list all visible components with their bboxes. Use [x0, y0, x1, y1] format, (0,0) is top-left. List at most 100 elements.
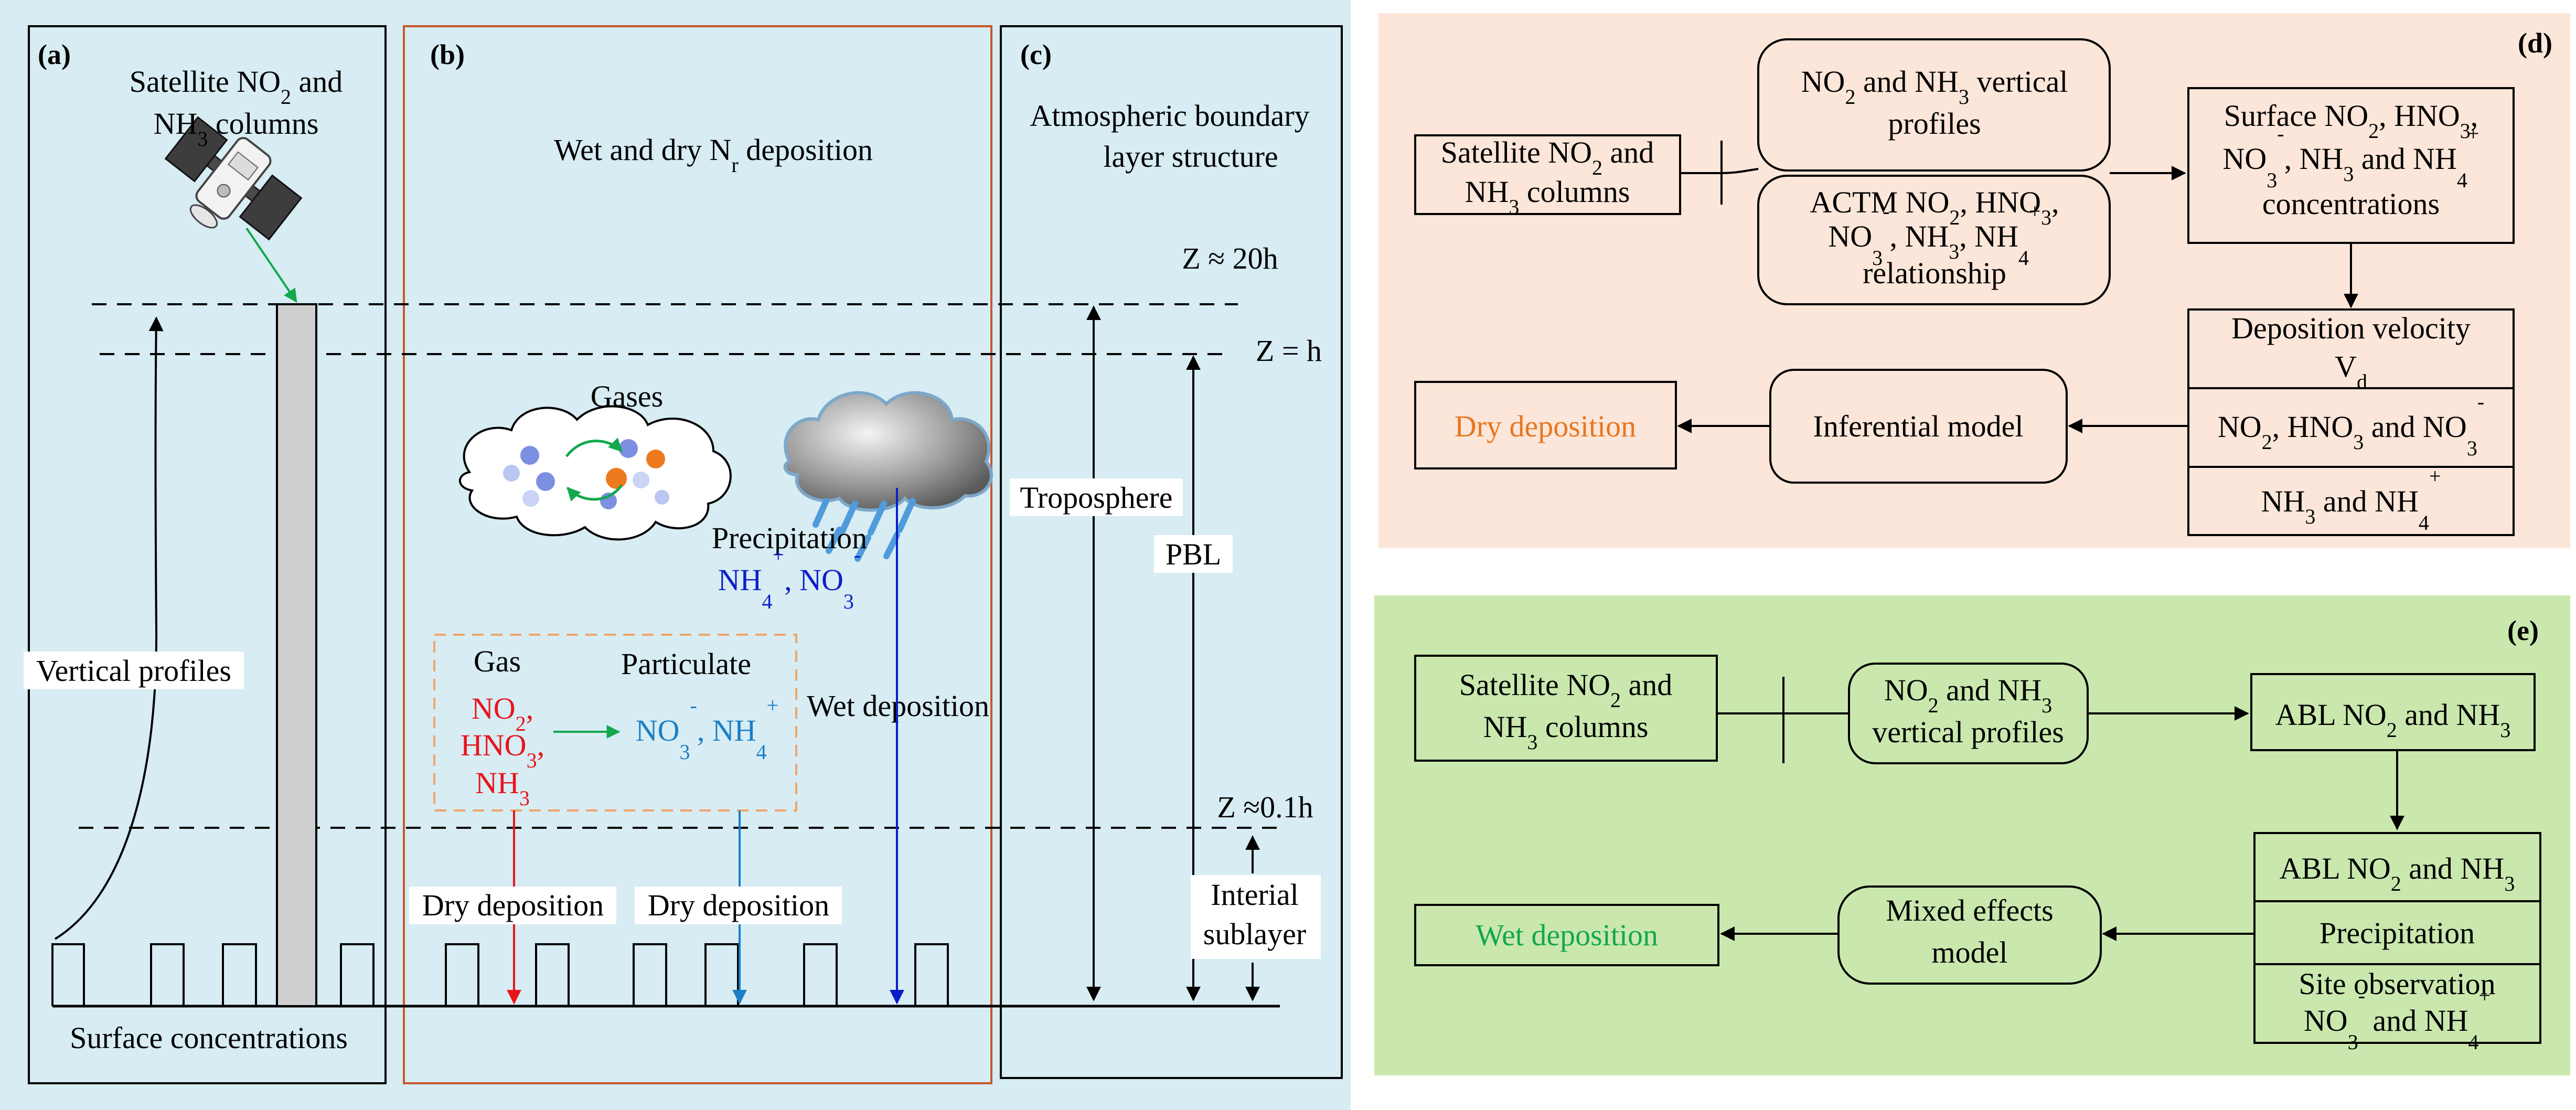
z-01h-label: Z ≈0.1h: [1217, 790, 1313, 824]
panel-b-tag: (b): [430, 39, 465, 70]
precipitation-label: Precipitation: [712, 521, 867, 555]
panel-e-background: [1374, 595, 2570, 1075]
gas-label: Gas: [474, 644, 521, 678]
panel-e-profiles-line1: NO2 and NH3: [1884, 673, 2052, 717]
panel-d-background: [1378, 13, 2570, 548]
z-h-label: Z = h: [1256, 334, 1322, 368]
panel-a-frame: [28, 25, 387, 1084]
dry-deposition-label-1-bg: [409, 887, 616, 924]
panel-d-dry-deposition-label: Dry deposition: [1455, 409, 1636, 443]
panel-c-frame: [1000, 25, 1343, 1079]
panel-d-profiles-box: [1757, 38, 2111, 172]
building: [535, 943, 570, 1006]
building: [340, 943, 375, 1006]
panel-d-connector-curve: [1721, 168, 1759, 174]
panel-e-abl-box: [2250, 673, 2536, 751]
buildings: [51, 943, 949, 1006]
panel-d-vd-row2: NO2, HNO3 and NO3-: [2218, 390, 2484, 460]
gas-nh3: NH3: [475, 766, 530, 810]
pbl-label-bg: [1154, 535, 1233, 573]
vertical-profile-curve: [54, 316, 164, 940]
panel-d-actm-box: [1757, 175, 2111, 305]
vertical-profiles-label: Vertical profiles: [36, 654, 231, 688]
panel-b-frame: [403, 25, 992, 1084]
gas-cycle-arrow-top: [565, 437, 623, 457]
panel-d-tag: (d): [2518, 27, 2552, 59]
panel-e-satellite-box: [1414, 655, 1718, 762]
panel-c-tag: (c): [1020, 39, 1052, 70]
building: [803, 943, 838, 1006]
panel-e-mixed-box: [1837, 885, 2102, 985]
particulate-label: Particulate: [621, 647, 751, 681]
z-20h-label: Z ≈ 20h: [1182, 241, 1278, 275]
building: [704, 943, 739, 1006]
gases-cloud: [458, 405, 732, 541]
panel-e-combined-row3-line1: Site observation: [2299, 967, 2495, 1001]
panel-e-wet-deposition-label: Wet deposition: [1476, 918, 1658, 952]
interial-label-bg: [1191, 875, 1321, 959]
precipitation-ions: NH4+, NO3-: [718, 543, 861, 613]
rain-cloud-icon: [783, 391, 993, 562]
panel-e-combined-row2: Precipitation: [2320, 916, 2475, 950]
panel-b-title: Wet and dry Nr deposition: [554, 133, 873, 177]
satellite-icon: [164, 116, 303, 241]
dry-deposition-label-1: Dry deposition: [422, 888, 604, 922]
panel-d-actm-line1: ACTM NO2, HNO3,: [1810, 185, 2059, 229]
particulate-ions: NO3-, NH4+: [636, 693, 778, 764]
building: [914, 943, 949, 1006]
atmospheric-column: [276, 303, 317, 1007]
panel-c-title-line2: layer structure: [1103, 140, 1278, 174]
panel-d-actm-line3: relationship: [1863, 256, 2006, 290]
dry-deposition-label-2-bg: [635, 887, 842, 924]
gas-particulate-box: [433, 634, 797, 812]
panel-e-wet-deposition-box: [1414, 904, 1719, 966]
building: [150, 943, 185, 1006]
z-h-label-bg: [1243, 330, 1335, 368]
panel-d-vd-line2: Vd: [2335, 349, 2367, 393]
panel-e-abl-label: ABL NO2 and NH3: [2275, 698, 2511, 742]
building: [51, 943, 85, 1006]
gas-molecules: [503, 439, 669, 509]
gas-no2: NO2,: [472, 691, 533, 735]
panel-d-surface-line3: concentrations: [2262, 187, 2440, 221]
panel-e-combined-row1: ABL NO2 and NH3: [2280, 851, 2515, 895]
building: [633, 943, 667, 1006]
interial-label-line2: sublayer: [1203, 917, 1307, 951]
panel-d-surface-line2: NO3-, NH3 and NH4+: [2223, 122, 2479, 192]
panel-a-tag: (a): [38, 39, 71, 70]
pbl-label: PBL: [1166, 537, 1221, 571]
panel-d-vd-box: [2187, 308, 2515, 536]
interial-label-line1: Interial: [1211, 878, 1298, 912]
panel-d-satellite-line1: Satellite NO2 and: [1441, 135, 1654, 179]
satellite-arrow: [245, 227, 297, 303]
troposphere-label: Troposphere: [1020, 481, 1172, 515]
panel-d-dry-deposition-box: [1414, 381, 1677, 469]
gas-hno3: HNO3,: [461, 728, 544, 772]
panel-e-satellite-line2: NH3 columns: [1483, 710, 1649, 754]
vertical-profiles-label-bg: [24, 652, 244, 689]
panel-d-profiles-line2: profiles: [1888, 106, 1981, 141]
panel-d-inferential-label: Inferential model: [1813, 409, 2024, 443]
panel-d-profiles-line1: NO2 and NH3 vertical: [1801, 65, 2068, 109]
panel-d-surface-line1: Surface NO2, HNO3,: [2224, 99, 2478, 143]
panel-d-actm-line2: NO3-, NH3, NH4+: [1828, 199, 2040, 270]
panel-e-tag: (e): [2507, 615, 2539, 646]
building: [445, 943, 479, 1006]
panel-e-satellite-line1: Satellite NO2 and: [1459, 668, 1673, 712]
panel-d-vd-line1: Deposition velocity: [2231, 311, 2471, 345]
surface-concentrations-label: Surface concentrations: [70, 1021, 348, 1055]
panel-e-profiles-line2: vertical profiles: [1872, 715, 2064, 749]
panel-c-title-line1: Atmospheric boundary: [1030, 99, 1309, 133]
panel-e-mixed-line2: model: [1932, 935, 2008, 969]
panel-a-satellite-line1: Satellite NO2 and: [130, 65, 343, 109]
dry-deposition-label-2: Dry deposition: [648, 888, 829, 922]
panel-e-combined-row3-line2: NO3- and NH4+: [2304, 984, 2491, 1054]
panel-d-satellite-line2: NH3 columns: [1465, 175, 1630, 219]
troposphere-label-bg: [1010, 478, 1183, 516]
panel-e-mixed-line1: Mixed effects: [1886, 893, 2053, 927]
gas-cycle-arrow-bottom: [566, 484, 623, 501]
panel-d-satellite-box: [1414, 134, 1681, 215]
panel-e-combined-box: [2253, 832, 2541, 1044]
panel-a-satellite-line2: NH3 columns: [154, 106, 319, 151]
